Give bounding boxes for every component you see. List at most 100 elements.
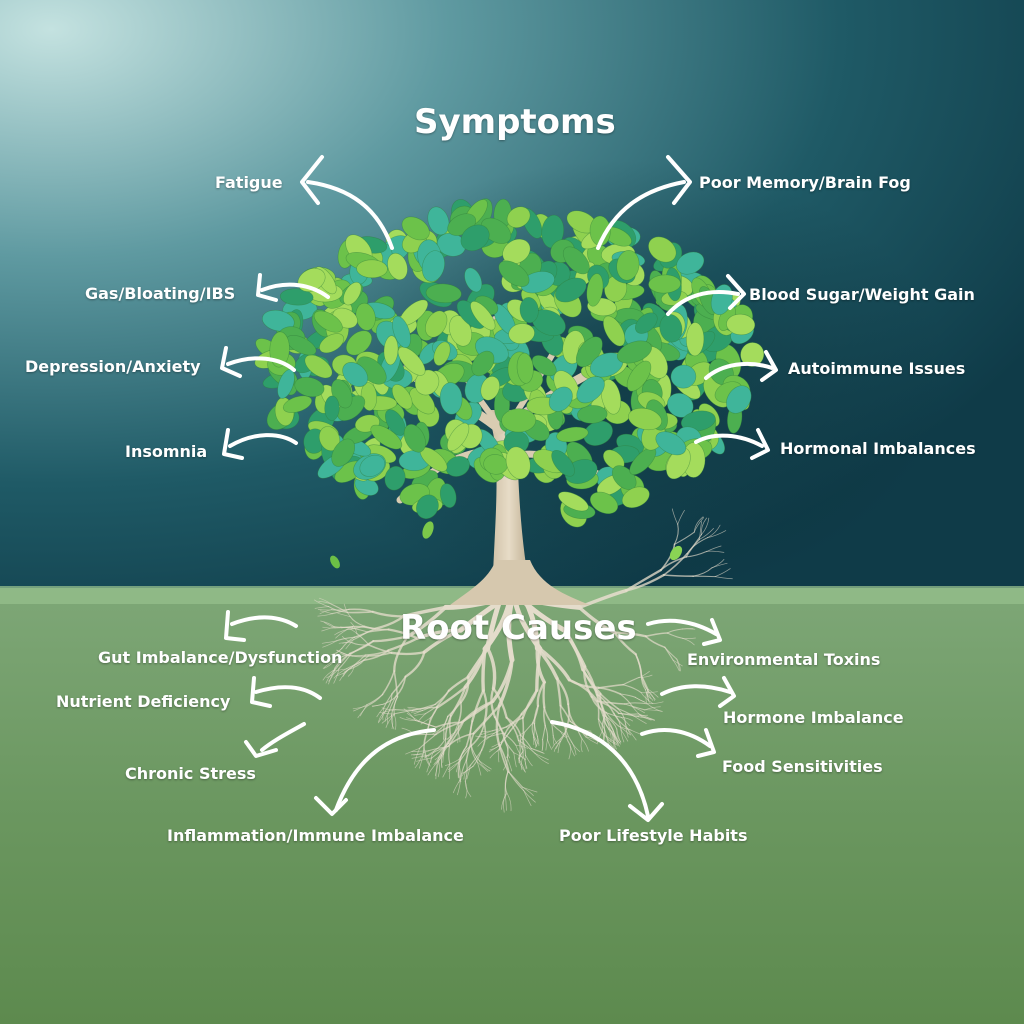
root <box>379 712 395 715</box>
cause-stress: Chronic Stress <box>125 764 256 783</box>
root <box>323 660 336 669</box>
root <box>447 732 475 748</box>
leaf <box>655 431 687 456</box>
root <box>336 669 349 677</box>
root <box>345 659 365 670</box>
root <box>457 732 459 744</box>
root <box>699 528 714 540</box>
cause-hormone: Hormone Imbalance <box>723 708 904 727</box>
root <box>508 771 525 791</box>
root <box>571 741 577 755</box>
root <box>542 725 546 740</box>
leaf <box>446 422 470 452</box>
symptom-insomnia: Insomnia <box>125 442 208 461</box>
root <box>647 690 655 701</box>
root <box>599 693 619 710</box>
root <box>605 712 622 718</box>
leaf <box>685 322 705 357</box>
root <box>391 675 407 695</box>
root <box>461 765 474 774</box>
root <box>465 732 475 761</box>
root <box>569 744 575 757</box>
leaf <box>445 456 470 477</box>
root <box>616 728 622 743</box>
root <box>617 708 627 725</box>
leaf <box>541 214 565 249</box>
leaf <box>356 259 388 279</box>
root <box>348 608 374 613</box>
root <box>560 731 568 738</box>
root <box>320 620 335 628</box>
arrow-gut <box>224 610 298 642</box>
root <box>516 731 526 738</box>
root <box>666 628 683 634</box>
cause-lifestyle: Poor Lifestyle Habits <box>559 826 748 845</box>
root <box>407 706 421 710</box>
root <box>401 605 448 619</box>
root <box>387 637 419 652</box>
root <box>381 670 396 696</box>
root <box>503 733 517 746</box>
leaf <box>506 206 531 228</box>
chalk-arrows <box>220 155 778 822</box>
root <box>624 573 665 592</box>
root <box>457 763 460 778</box>
root <box>350 622 358 634</box>
root <box>663 574 694 577</box>
root <box>564 726 571 746</box>
leaf <box>414 369 440 396</box>
root <box>545 739 548 751</box>
root <box>368 644 393 654</box>
leaf <box>498 260 530 287</box>
root <box>598 687 621 695</box>
root <box>328 667 336 682</box>
root <box>413 747 420 765</box>
leaf <box>294 376 325 398</box>
root <box>676 658 680 671</box>
root <box>431 742 449 759</box>
root <box>693 516 704 533</box>
root <box>644 632 669 638</box>
root <box>522 738 527 756</box>
root <box>343 603 351 617</box>
root <box>714 576 733 580</box>
root <box>530 748 544 754</box>
root <box>518 739 536 754</box>
root <box>494 716 506 740</box>
leaf <box>558 491 589 512</box>
root <box>531 722 534 736</box>
arrow-toxins <box>646 618 722 646</box>
root <box>434 760 440 776</box>
root <box>613 631 637 656</box>
root <box>331 608 350 615</box>
root <box>347 665 355 677</box>
arrow-hormone <box>660 676 736 708</box>
root <box>351 627 369 633</box>
root <box>498 749 500 763</box>
leaf <box>392 315 411 349</box>
root <box>440 716 449 730</box>
root <box>413 710 424 715</box>
root <box>585 736 599 745</box>
leaf <box>401 216 430 241</box>
root <box>620 729 629 742</box>
root <box>337 612 351 617</box>
root <box>559 704 571 723</box>
root <box>385 693 393 712</box>
leaf <box>319 333 345 354</box>
root <box>390 714 395 730</box>
root <box>535 646 546 684</box>
root <box>391 714 394 730</box>
symptom-gas-bloating: Gas/Bloating/IBS <box>85 284 236 303</box>
leaf <box>501 408 537 433</box>
leaf <box>603 315 626 347</box>
root <box>455 758 460 773</box>
root <box>707 530 727 539</box>
root <box>318 597 332 605</box>
root <box>457 719 460 734</box>
root <box>385 714 395 728</box>
root <box>547 739 552 750</box>
leaf <box>471 350 495 377</box>
leaf <box>439 483 457 508</box>
leaf <box>726 313 756 336</box>
